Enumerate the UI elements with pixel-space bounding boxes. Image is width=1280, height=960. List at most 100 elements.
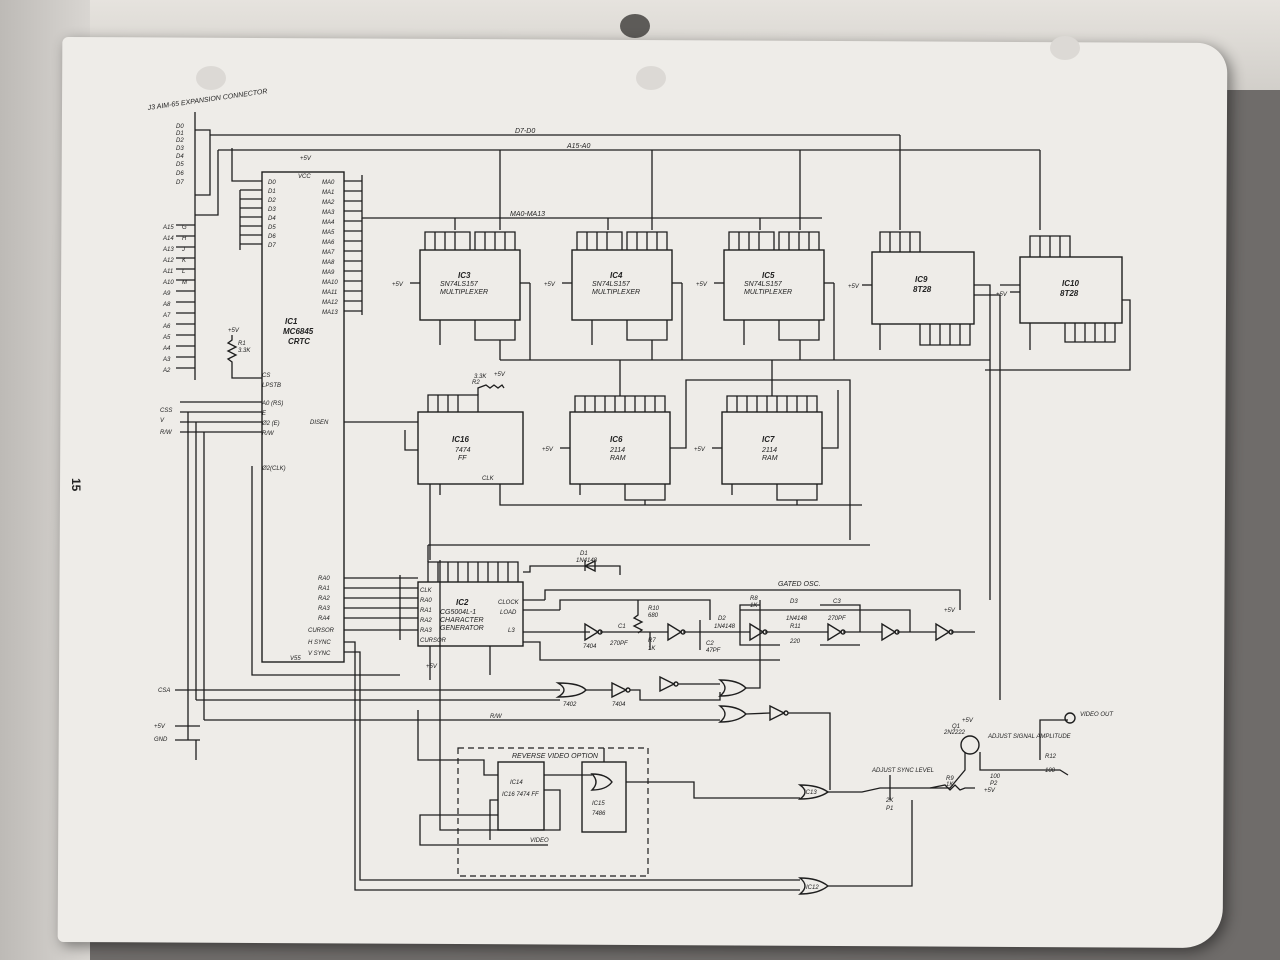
- svg-text:Q1: Q1: [952, 724, 960, 730]
- svg-text:CURSOR: CURSOR: [420, 638, 447, 644]
- svg-text:100: 100: [1045, 768, 1056, 774]
- ram-lines: [560, 360, 851, 540]
- svg-text:CLOCK: CLOCK: [498, 600, 520, 606]
- svg-text:K: K: [182, 258, 187, 264]
- ic1-ma-lines: [344, 180, 363, 315]
- page-number: 15: [69, 478, 83, 492]
- svg-text:IC6: IC6: [610, 435, 623, 444]
- svg-text:D3: D3: [268, 207, 276, 213]
- svg-text:R8: R8: [750, 596, 758, 602]
- output-wires: [828, 719, 1069, 887]
- svg-text:+5V: +5V: [696, 282, 708, 288]
- svg-text:V SYNC: V SYNC: [308, 651, 331, 657]
- r1-resistor: [226, 335, 262, 379]
- svg-text:1K: 1K: [750, 603, 758, 609]
- svg-text:IC16: IC16: [452, 435, 469, 444]
- svg-text:270PF: 270PF: [609, 641, 628, 647]
- ic2-chargen: IC2 CG5004L-1 CHARACTER GENERATOR CLK RA…: [417, 581, 524, 647]
- svg-text:GND: GND: [154, 737, 168, 743]
- svg-text:MA10: MA10: [322, 280, 338, 286]
- svg-text:3.3K: 3.3K: [474, 374, 487, 380]
- svg-text:ADJUST SIGNAL AMPLITUDE: ADJUST SIGNAL AMPLITUDE: [987, 734, 1072, 740]
- svg-text:MA5: MA5: [322, 230, 335, 236]
- svg-text:GENERATOR: GENERATOR: [440, 625, 484, 632]
- ic16-flipflop: IC16 7474 FF CLK: [417, 411, 524, 485]
- svg-text:47PF: 47PF: [706, 648, 721, 654]
- svg-text:A9: A9: [162, 291, 171, 297]
- svg-text:L3: L3: [508, 628, 515, 634]
- svg-text:220: 220: [789, 639, 801, 645]
- svg-text:IC1: IC1: [285, 317, 298, 326]
- connector-data-pins: D0 D1 D2 D3 D4 D5 D6 D7: [176, 124, 184, 186]
- svg-text:D2: D2: [268, 198, 276, 204]
- svg-text:LPSTB: LPSTB: [262, 383, 281, 389]
- svg-text:IC15: IC15: [592, 801, 605, 807]
- ic1-crtc: [261, 171, 345, 663]
- svg-text:+5V: +5V: [154, 724, 166, 730]
- svg-text:IC3: IC3: [458, 271, 471, 280]
- svg-text:2K: 2K: [885, 798, 894, 804]
- svg-text:R9: R9: [946, 776, 954, 782]
- ic1-control-pins: CS LPSTB A0 (RS) E Ø2 (E) R/W Ø2(CLK): [261, 373, 286, 472]
- svg-text:3.3K: 3.3K: [238, 348, 251, 354]
- svg-text:P2: P2: [990, 781, 998, 787]
- svg-text:D4: D4: [268, 216, 276, 222]
- svg-text:R12: R12: [1045, 754, 1057, 760]
- buffer-lines: [862, 231, 1131, 700]
- connector-title: J3 AIM-65 EXPANSION CONNECTOR: [146, 88, 268, 112]
- svg-text:+5V: +5V: [426, 664, 438, 670]
- svg-text:R/W: R/W: [490, 714, 503, 720]
- svg-text:IC2: IC2: [456, 598, 469, 607]
- svg-text:CSA: CSA: [158, 688, 170, 694]
- svg-text:IC9: IC9: [915, 275, 928, 284]
- svg-text:MA0: MA0: [322, 180, 335, 186]
- svg-text:1N4148: 1N4148: [786, 616, 808, 622]
- svg-text:D1: D1: [268, 189, 276, 195]
- svg-text:R10: R10: [648, 606, 660, 612]
- svg-text:+5V: +5V: [996, 292, 1008, 298]
- svg-text:A7: A7: [162, 313, 171, 319]
- svg-text:MA3: MA3: [322, 210, 335, 216]
- svg-text:CRTC: CRTC: [288, 337, 310, 346]
- svg-text:IC4: IC4: [610, 271, 623, 280]
- output-labels: ADJUST SIGNAL AMPLITUDE ADJUST SYNC LEVE…: [871, 734, 1072, 812]
- svg-text:2N2222: 2N2222: [943, 730, 966, 736]
- svg-text:D2: D2: [718, 616, 726, 622]
- svg-text:IC10: IC10: [1062, 279, 1079, 288]
- svg-text:MA9: MA9: [322, 270, 335, 276]
- binder-hole-right: [1050, 36, 1080, 60]
- data-bus: [195, 129, 901, 230]
- svg-text:VCC: VCC: [298, 174, 311, 180]
- svg-text:CG5004L-1: CG5004L-1: [440, 609, 476, 616]
- svg-text:1K: 1K: [648, 646, 656, 652]
- svg-text:D7: D7: [268, 243, 276, 249]
- svg-text:A5: A5: [162, 335, 171, 341]
- ma-bus: [361, 175, 822, 230]
- svg-text:RA3: RA3: [420, 628, 432, 634]
- ic5-mux: IC5 SN74LS157 MULTIPLEXER: [723, 249, 825, 321]
- svg-text:MA4: MA4: [322, 220, 335, 226]
- svg-text:2114: 2114: [609, 447, 625, 454]
- svg-text:Ø2(CLK): Ø2(CLK): [261, 466, 286, 472]
- reverse-video-title: REVERSE VIDEO OPTION: [512, 753, 599, 760]
- svg-text:J: J: [181, 247, 186, 253]
- control-lines: [180, 401, 800, 891]
- svg-text:MA2: MA2: [322, 200, 335, 206]
- svg-text:A13: A13: [162, 247, 174, 253]
- svg-text:IC12: IC12: [806, 885, 819, 891]
- ic2-lines: [399, 544, 961, 680]
- svg-text:D5: D5: [268, 225, 276, 231]
- svg-text:L: L: [182, 269, 185, 275]
- svg-text:SN74LS157: SN74LS157: [592, 281, 631, 288]
- ic6-ram: IC6 2114 RAM: [569, 411, 671, 485]
- reverse-video-wires: [417, 560, 800, 846]
- svg-text:A8: A8: [162, 302, 171, 308]
- svg-text:ADJUST SYNC LEVEL: ADJUST SYNC LEVEL: [871, 768, 934, 774]
- svg-text:+5V: +5V: [392, 282, 404, 288]
- svg-text:IC13: IC13: [804, 790, 817, 796]
- ic10-buffer: IC10 8T28: [1019, 256, 1123, 324]
- svg-text:+5V: +5V: [544, 282, 556, 288]
- svg-text:270PF: 270PF: [827, 616, 846, 622]
- osc-labels: R8 1K R10 680 R7 1K C1 270PF C2 47PF D2 …: [583, 596, 956, 654]
